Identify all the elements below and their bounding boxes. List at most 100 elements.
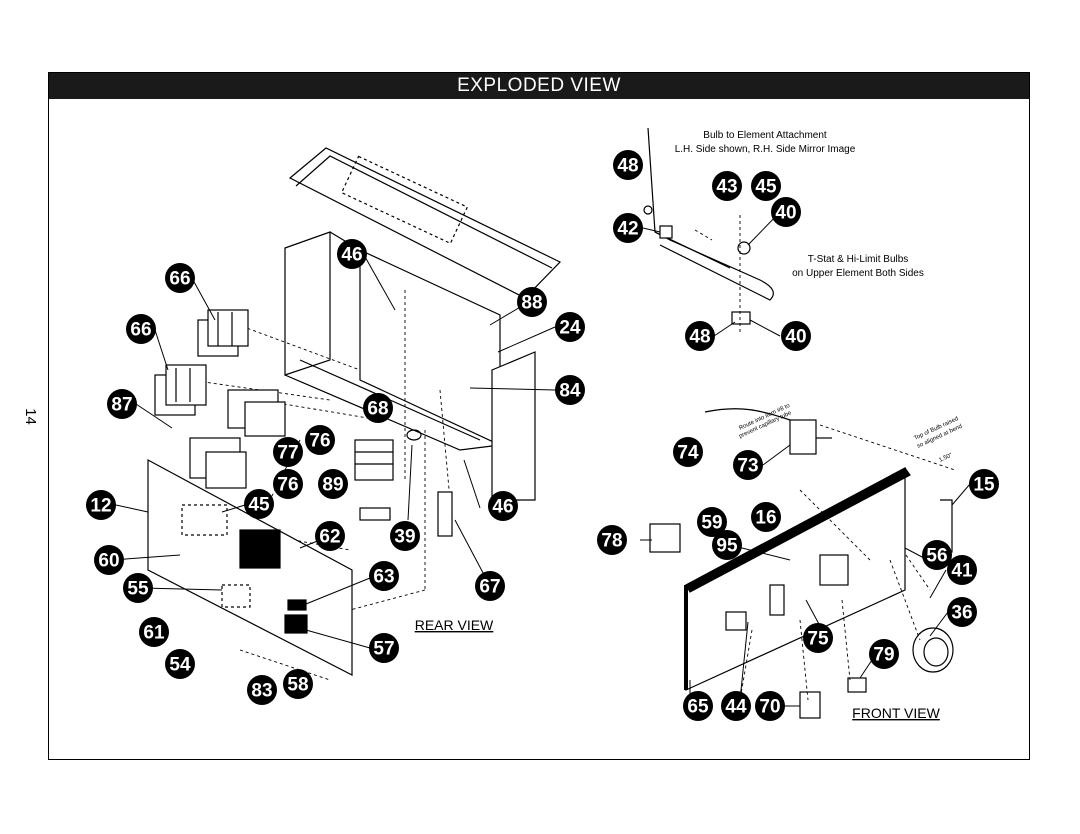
callout-55: 55 [123,573,153,603]
callout-59: 59 [697,507,727,537]
wire-harness-part [704,408,791,421]
svg-text:68: 68 [367,399,388,420]
callout-45: 45 [244,489,274,519]
bulb-note-line2: L.H. Side shown, R.H. Side Mirror Image [675,144,856,155]
svg-text:79: 79 [873,645,894,666]
svg-text:87: 87 [111,395,132,416]
svg-text:67: 67 [479,577,500,598]
callout-48b: 48 [685,321,715,351]
callout-76a: 76 [305,425,335,455]
switch-part-73 [789,419,817,455]
svg-text:74: 74 [677,443,699,464]
svg-text:89: 89 [322,475,343,496]
svg-text:61: 61 [143,623,165,644]
callout-74: 74 [673,437,703,467]
svg-text:76: 76 [277,475,298,496]
svg-text:43: 43 [716,177,737,198]
callout-78: 78 [597,525,627,555]
callout-83: 83 [247,675,277,705]
callout-58: 58 [283,669,313,699]
svg-text:42: 42 [617,219,638,240]
svg-text:83: 83 [251,681,272,702]
rear-view-label: REAR VIEW [415,617,494,633]
callout-84: 84 [555,375,585,405]
top-note-line3: 1.50" [938,453,953,464]
svg-text:59: 59 [701,513,722,534]
callout-88: 88 [517,287,547,317]
svg-text:40: 40 [785,327,806,348]
callout-12: 12 [86,490,116,520]
svg-text:41: 41 [951,561,973,582]
diagram-frame: EXPLODED VIEW [48,72,1030,760]
relay-part-66-upper [197,309,249,357]
callout-43: 43 [712,171,742,201]
svg-text:65: 65 [687,697,709,718]
callout-36: 36 [947,597,977,627]
svg-text:60: 60 [98,551,119,572]
side-wall-part [491,351,536,501]
callout-42: 42 [613,213,643,243]
svg-text:46: 46 [492,497,513,518]
svg-text:66: 66 [130,320,151,341]
svg-text:73: 73 [737,456,758,477]
svg-text:54: 54 [169,655,191,676]
callout-66a: 66 [165,263,195,293]
callout-63: 63 [369,561,399,591]
callout-24: 24 [555,312,585,342]
svg-text:78: 78 [601,531,622,552]
knob-part-36 [912,627,954,673]
relay-part-78 [649,523,681,553]
svg-text:58: 58 [287,675,308,696]
callout-67: 67 [475,571,505,601]
relay-part-66-lower [154,364,207,416]
svg-text:77: 77 [277,443,298,464]
callout-40a: 40 [771,197,801,227]
contactor-part-76 [189,389,286,489]
svg-text:48: 48 [689,327,710,348]
callout-68: 68 [363,393,393,423]
svg-text:46: 46 [341,245,362,266]
callout-77: 77 [273,437,303,467]
svg-text:63: 63 [373,567,394,588]
callout-16: 16 [751,502,781,532]
grommet-part-39 [406,429,422,441]
callout-73: 73 [733,450,763,480]
callout-95: 95 [712,530,742,560]
callout-56: 56 [922,540,952,570]
svg-text:84: 84 [559,381,581,402]
tstat-note-line2: on Upper Element Both Sides [792,268,924,279]
svg-text:40: 40 [775,203,796,224]
callout-39: 39 [390,521,420,551]
svg-text:24: 24 [559,318,581,339]
top-cover-part [288,147,562,299]
svg-text:57: 57 [373,639,394,660]
callout-46a: 46 [337,239,367,269]
svg-text:56: 56 [926,546,947,567]
svg-text:55: 55 [127,579,149,600]
callout-15: 15 [969,469,999,499]
svg-text:95: 95 [716,536,738,557]
svg-text:66: 66 [169,269,190,290]
svg-text:15: 15 [973,475,995,496]
svg-text:88: 88 [521,293,542,314]
svg-text:62: 62 [319,527,340,548]
callout-57: 57 [369,633,399,663]
svg-text:76: 76 [309,431,330,452]
svg-text:48: 48 [617,156,638,177]
terminal-block-part-68 [354,439,394,481]
front-view-label: FRONT VIEW [852,705,940,721]
svg-text:36: 36 [951,603,972,624]
callout-79: 79 [869,639,899,669]
page-title: EXPLODED VIEW [49,73,1029,99]
svg-text:45: 45 [755,177,777,198]
callout-87: 87 [107,389,137,419]
callout-61: 61 [139,617,169,647]
callout-48a: 48 [613,150,643,180]
tstat-note-line1: T-Stat & Hi-Limit Bulbs [808,254,909,265]
callout-54: 54 [165,649,195,679]
terminal-strip-part-67 [437,491,453,537]
callout-65: 65 [683,691,713,721]
indicator-part-79 [847,677,867,693]
callout-46b: 46 [488,491,518,521]
callout-76b: 76 [273,469,303,499]
